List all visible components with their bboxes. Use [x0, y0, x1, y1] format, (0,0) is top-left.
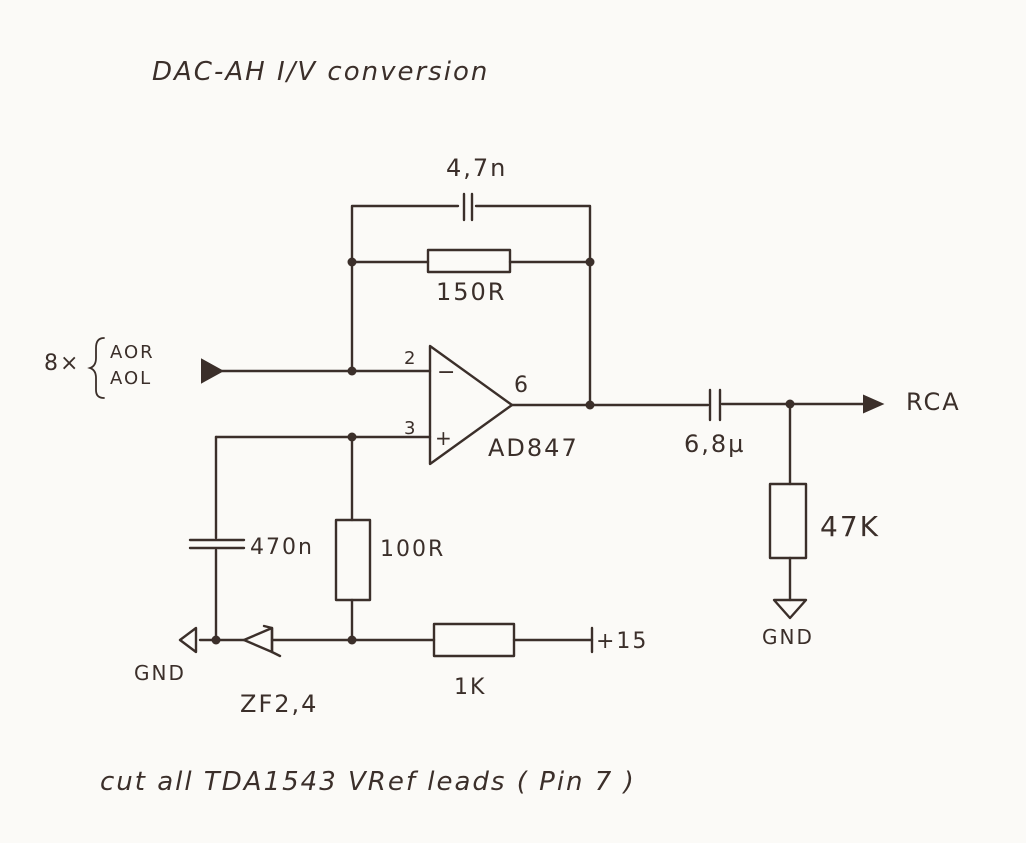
- zener-label: ZF2,4: [240, 690, 318, 718]
- input-arrow-icon: [201, 358, 225, 384]
- supply-resistor-label: 1K: [454, 675, 486, 700]
- opamp-pin-3: 3: [404, 418, 417, 439]
- supply-label: +15: [596, 629, 648, 654]
- input-label-right: AOR: [110, 342, 155, 363]
- output-label: RCA: [906, 388, 961, 416]
- input-label-left: AOL: [110, 368, 152, 389]
- ground-right-label: GND: [762, 625, 814, 649]
- opamp-minus-sign: −: [437, 360, 457, 385]
- input-multiplier: 8×: [44, 351, 80, 376]
- opamp-ad847: 2 3 − + 6 AD847: [404, 344, 579, 466]
- feedback-resistor-label: 150R: [436, 278, 506, 306]
- ground-left-icon: [178, 626, 198, 654]
- load-resistor-label: 47K: [820, 510, 880, 543]
- bias-network: 470n 100R GND ZF2,4 +15 1K: [134, 432, 648, 718]
- opamp-name: AD847: [488, 434, 579, 462]
- ground-left-label: GND: [134, 661, 186, 685]
- bias-resistor-label: 100R: [380, 537, 445, 562]
- output-arrow-icon: [863, 394, 885, 414]
- output-section: 6,8µ RCA 47K GND: [510, 388, 961, 649]
- bypass-capacitor-label: 470n: [250, 535, 314, 560]
- zener-diode-icon: [242, 626, 274, 654]
- opamp-plus-sign: +: [435, 426, 454, 450]
- feedback-capacitor-label: 4,7n: [446, 154, 507, 182]
- footer-note: cut all TDA1543 VRef leads ( Pin 7 ): [100, 767, 636, 797]
- diagram-title: DAC-AH I/V conversion: [152, 57, 489, 87]
- opamp-pin-6: 6: [514, 373, 530, 398]
- opamp-pin-2: 2: [404, 348, 417, 369]
- output-capacitor-label: 6,8µ: [684, 430, 745, 458]
- ground-right-icon: [772, 598, 808, 620]
- input-section: 8× AOR AOL: [44, 337, 432, 399]
- feedback-network: 4,7n 150R: [347, 154, 595, 408]
